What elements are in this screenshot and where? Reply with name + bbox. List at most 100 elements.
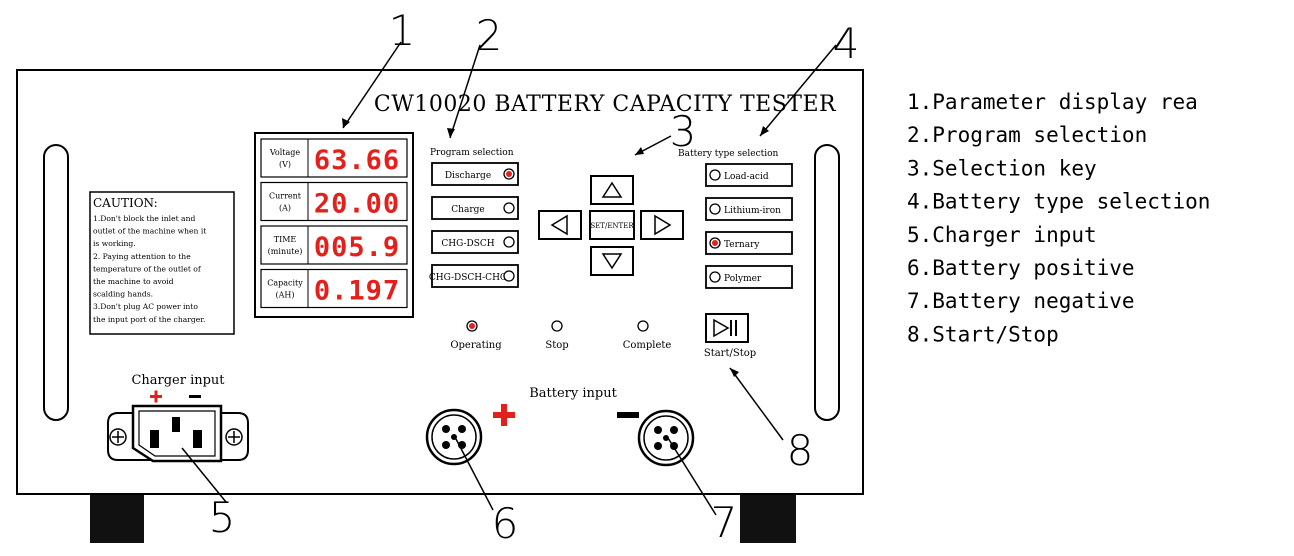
operating-indicator: Operating <box>450 320 502 351</box>
legend-item: 6.Battery positive <box>907 256 1135 280</box>
display-row: TIME (minute) 005.9 <box>260 225 408 265</box>
battery-type-label: Load-acid <box>724 172 769 182</box>
callout-number: 3 <box>670 107 697 156</box>
arrow-head-2-icon <box>447 128 455 138</box>
program-button-label: Discharge <box>445 171 491 181</box>
display-row: Current (A) 20.00 <box>260 181 408 222</box>
caution-line: 2. Paying attention to the <box>93 252 191 261</box>
stop-indicator: Stop <box>545 320 569 351</box>
program-button[interactable]: CHG-DSCH <box>431 230 519 254</box>
set-enter-key[interactable]: SET/ENTER <box>589 210 635 240</box>
battery-type-label: Lithium-iron <box>724 206 781 216</box>
legend-item: 7.Battery negative <box>907 289 1135 313</box>
arrow-head-1-icon <box>342 118 350 128</box>
leader-lines <box>181 41 837 516</box>
display-value: 63.66 <box>314 145 400 176</box>
complete-indicator: Complete <box>623 320 672 351</box>
up-key[interactable] <box>590 175 634 205</box>
display-label: Current <box>269 192 302 201</box>
caution-text: 1.Don't block the inlet and outlet of the… <box>93 214 206 324</box>
battery-type-button[interactable]: Polymer <box>705 265 793 289</box>
caution-box <box>89 191 235 335</box>
caution-line: outlet of the machine when it <box>93 227 206 236</box>
legend-item: 8.Start/Stop <box>907 322 1059 346</box>
battery-type-button[interactable]: Ternary <box>705 231 793 255</box>
callout-number: 5 <box>209 493 236 542</box>
display-label: TIME <box>274 235 297 244</box>
legend-item: 4.Battery type selection <box>907 190 1210 214</box>
svg-text:Operating: Operating <box>450 340 502 351</box>
display-label: Capacity <box>267 279 303 288</box>
battery-type-led <box>709 169 721 181</box>
display-row: Voltage (V) 63.66 <box>260 138 408 178</box>
svg-text:Stop: Stop <box>545 340 568 351</box>
program-led <box>503 270 515 282</box>
battery-type-selection-label: Battery type selection <box>678 149 779 159</box>
battery-negative-connector <box>637 409 695 467</box>
callout-number: 6 <box>492 499 519 548</box>
minus-icon <box>189 395 201 398</box>
set-enter-label: SET/ENTER <box>590 222 634 230</box>
svg-text:Complete: Complete <box>623 340 672 351</box>
program-led <box>503 202 515 214</box>
battery-type-label: Ternary <box>724 240 760 250</box>
battery-type-button[interactable]: Load-acid <box>705 163 793 187</box>
right-arrow-icon <box>654 214 672 236</box>
program-led <box>503 236 515 248</box>
caution-line: the input port of the charger. <box>93 315 205 324</box>
program-button-label: CHG-DSCH-CHG <box>429 273 507 283</box>
arrow-head-3-icon <box>635 147 644 155</box>
battery-minus-icon <box>617 412 639 418</box>
device-title: CW10020 BATTERY CAPACITY TESTER <box>374 92 837 117</box>
callout-number: 4 <box>833 19 860 68</box>
callout-number: 2 <box>476 11 503 60</box>
display-label: Voltage <box>269 148 301 157</box>
caution-line: scalding hands. <box>93 290 153 299</box>
program-selection-label: Program selection <box>430 148 514 158</box>
callout-number: 1 <box>389 6 416 55</box>
right-key[interactable] <box>640 210 684 240</box>
start-stop-button[interactable] <box>705 313 749 343</box>
down-key[interactable] <box>590 246 634 276</box>
charger-socket <box>107 404 249 463</box>
battery-type-label: Polymer <box>724 274 762 284</box>
legend-item: 3.Selection key <box>907 156 1097 180</box>
display-row: Capacity (AH) 0.197 <box>260 268 408 309</box>
display-unit: (V) <box>279 160 291 169</box>
program-button-label: CHG-DSCH <box>441 239 494 249</box>
plus-icon <box>150 390 162 403</box>
play-pause-icon <box>713 318 730 338</box>
battery-plus-icon <box>493 404 515 426</box>
battery-type-button[interactable]: Lithium-iron <box>705 197 793 221</box>
legend-item: 1.Parameter display rea <box>907 90 1198 114</box>
program-button[interactable]: CHG-DSCH-CHG <box>429 264 519 288</box>
legend: 1.Parameter display rea 2.Program selecti… <box>907 90 1210 346</box>
charger-input-label: Charger input <box>131 373 225 388</box>
callout-number: 8 <box>787 426 814 475</box>
caution-title: CAUTION: <box>93 196 158 210</box>
program-button[interactable]: Discharge <box>431 162 519 186</box>
program-button[interactable]: Charge <box>431 196 519 220</box>
caution-line: is working. <box>93 239 136 248</box>
display-value: 005.9 <box>314 232 400 263</box>
battery-type-led <box>709 203 721 215</box>
display-unit: (A) <box>279 204 291 213</box>
caution-line: 1.Don't block the inlet and <box>93 214 195 223</box>
display-unit: (minute) <box>268 247 303 256</box>
display-value: 20.00 <box>314 189 400 220</box>
left-handle <box>43 144 69 421</box>
display-value: 0.197 <box>314 276 400 307</box>
up-arrow-icon <box>601 181 623 198</box>
start-stop-label: Start/Stop <box>704 348 756 359</box>
right-handle <box>814 144 840 421</box>
legend-item: 2.Program selection <box>907 123 1147 147</box>
left-key[interactable] <box>538 210 582 240</box>
display-unit: (AH) <box>276 291 295 300</box>
caution-line: the machine to avoid <box>93 277 174 286</box>
caution-line: 3.Don't plug AC power into <box>93 302 198 311</box>
program-button-label: Charge <box>451 205 484 215</box>
arrow-head-8-icon <box>730 368 739 377</box>
right-foot <box>740 495 796 543</box>
caution-line: temperature of the outlet of <box>93 264 202 273</box>
